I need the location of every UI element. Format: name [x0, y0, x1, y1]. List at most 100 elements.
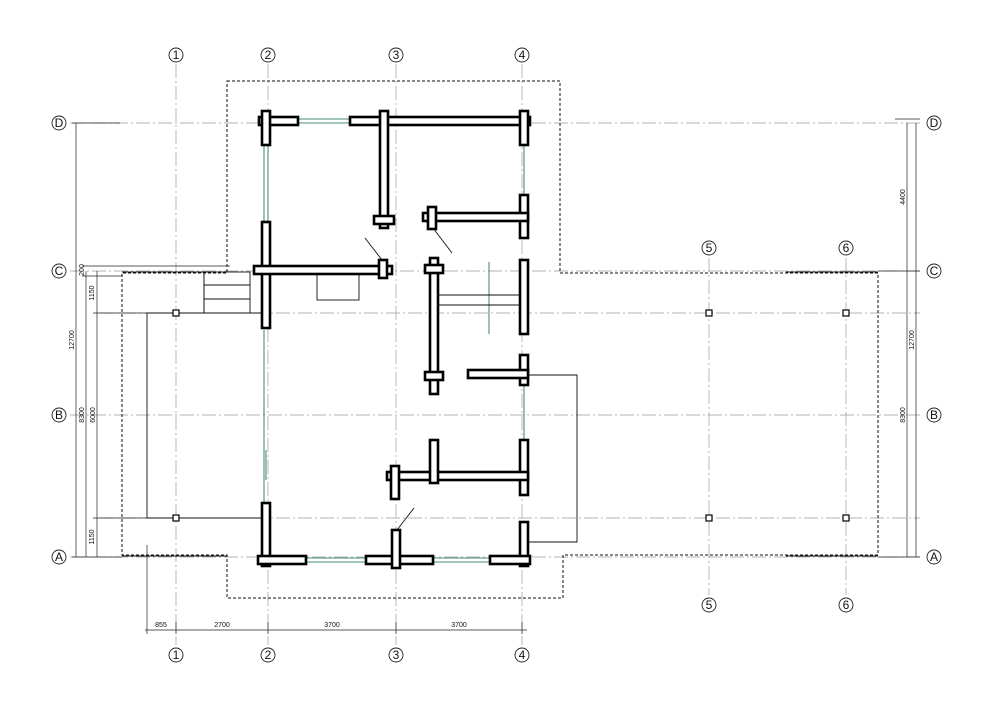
- axis-bubble-1-bottom: 1: [168, 647, 184, 663]
- svg-text:D: D: [55, 116, 64, 130]
- wall-south-3: [488, 554, 532, 566]
- column-6A: [842, 514, 850, 522]
- wall-axis3-north-end: [372, 214, 396, 226]
- dim-left-12700: 12700: [69, 330, 76, 350]
- axis-bubbles: 1 2 3 4 5 6 1 2 3 4 5 6 D C B A D C B A: [51, 47, 942, 663]
- axis-bubble-5-bottom: 5: [701, 597, 717, 613]
- svg-text:1: 1: [173, 648, 180, 662]
- log-walls: [252, 109, 532, 570]
- svg-text:C: C: [55, 264, 64, 278]
- dim-right-4400: 4400: [900, 189, 907, 205]
- svg-text:A: A: [930, 550, 938, 564]
- dimension-lines: [72, 118, 920, 634]
- svg-text:A: A: [55, 550, 63, 564]
- svg-text:3: 3: [393, 48, 400, 62]
- wall-inner-upper: [421, 211, 530, 223]
- wall-inner-vertical-cap-top: [423, 263, 445, 275]
- axis-bubble-4-bottom: 4: [514, 647, 530, 663]
- wall-axis-c-end: [377, 258, 389, 280]
- svg-text:6: 6: [843, 241, 850, 255]
- dim-bottom-3700-b: 3700: [451, 622, 467, 629]
- roof-outline: [121, 80, 879, 599]
- dim-right-12700: 12700: [909, 330, 916, 350]
- dim-bottom-855: 855: [155, 622, 167, 629]
- dim-bottom-3700-a: 3700: [324, 622, 340, 629]
- stairs: [203, 271, 251, 314]
- axis-bubble-3-bottom: 3: [388, 647, 404, 663]
- svg-text:C: C: [930, 264, 939, 278]
- svg-text:4: 4: [519, 48, 526, 62]
- stair-block: [203, 271, 251, 314]
- wall-west-bottom: [260, 501, 272, 568]
- wall-inner-vertical-cap-bot: [423, 370, 445, 382]
- right-porch-outline: [528, 374, 578, 543]
- door-swing-2: [432, 227, 453, 254]
- column-1A: [172, 514, 180, 522]
- axis-bubble-4-top: 4: [514, 47, 530, 63]
- wall-axis3-north: [378, 109, 390, 230]
- wall-inner-lower: [385, 470, 530, 482]
- axis-bubble-2-top: 2: [260, 47, 276, 63]
- wall-inner-mid: [466, 368, 530, 380]
- axis-bubble-C-left: C: [51, 263, 67, 279]
- svg-text:B: B: [55, 408, 63, 422]
- wall-inner-vertical: [428, 256, 440, 396]
- axis-bubble-A-left: A: [51, 549, 67, 565]
- axis-bubble-B-left: B: [51, 407, 67, 423]
- svg-text:5: 5: [706, 598, 713, 612]
- axis-bubble-A-right: A: [926, 549, 942, 565]
- wall-axis3-south: [390, 528, 402, 570]
- wall-inner-upper-end: [426, 205, 438, 231]
- svg-text:6: 6: [843, 598, 850, 612]
- axis-bubble-3-top: 3: [388, 47, 404, 63]
- svg-text:3: 3: [393, 648, 400, 662]
- axis-bubble-B-right: B: [926, 407, 942, 423]
- axis-bubble-6-top: 6: [838, 240, 854, 256]
- hearth-block: [316, 271, 360, 301]
- wall-axis-c: [252, 264, 394, 276]
- wall-inner-lower-left: [389, 464, 401, 501]
- dimension-labels: 855 2700 3700 3700 200 1150 12700 8300 6…: [69, 189, 916, 629]
- dim-left-8300: 8300: [79, 407, 86, 423]
- wall-east-top: [518, 109, 530, 147]
- svg-text:4: 4: [519, 648, 526, 662]
- dim-left-6000: 6000: [90, 407, 97, 423]
- dim-left-200: 200: [79, 264, 86, 276]
- column-5C: [705, 309, 713, 317]
- wall-north-right: [348, 115, 532, 127]
- axis-bubble-1-top: 1: [168, 47, 184, 63]
- column-6C: [842, 309, 850, 317]
- svg-text:5: 5: [706, 241, 713, 255]
- dim-left-1150-top: 1150: [89, 285, 96, 300]
- column-5A: [705, 514, 713, 522]
- svg-text:B: B: [930, 408, 938, 422]
- wall-west-top: [260, 109, 272, 147]
- roof-outline-main: [121, 80, 879, 599]
- column-1C: [172, 309, 180, 317]
- svg-text:2: 2: [265, 648, 272, 662]
- axis-bubble-D-left: D: [51, 115, 67, 131]
- axis-bubble-C-right: C: [926, 263, 942, 279]
- wall-south-1: [256, 554, 308, 566]
- svg-text:1: 1: [173, 48, 180, 62]
- axis-bubble-D-right: D: [926, 115, 942, 131]
- door-swing-3: [396, 507, 415, 531]
- windows: [263, 118, 525, 563]
- left-terrace-outline: [146, 312, 262, 519]
- wall-east-5: [518, 438, 530, 497]
- axis-bubble-5-top: 5: [701, 240, 717, 256]
- dim-bottom-2700: 2700: [214, 622, 230, 629]
- wall-east-3: [518, 258, 530, 336]
- terrace-lines: [122, 271, 878, 557]
- svg-text:2: 2: [265, 48, 272, 62]
- door-swing-1: [364, 237, 383, 261]
- dim-right-8300: 8300: [900, 407, 907, 423]
- columns: [172, 309, 850, 522]
- svg-text:D: D: [930, 116, 939, 130]
- axis-bubble-6-bottom: 6: [838, 597, 854, 613]
- wall-north-left: [257, 115, 300, 127]
- dim-left-1150-bottom: 1150: [89, 529, 96, 544]
- axis-bubble-2-bottom: 2: [260, 647, 276, 663]
- wall-inner-lower-post: [428, 438, 440, 485]
